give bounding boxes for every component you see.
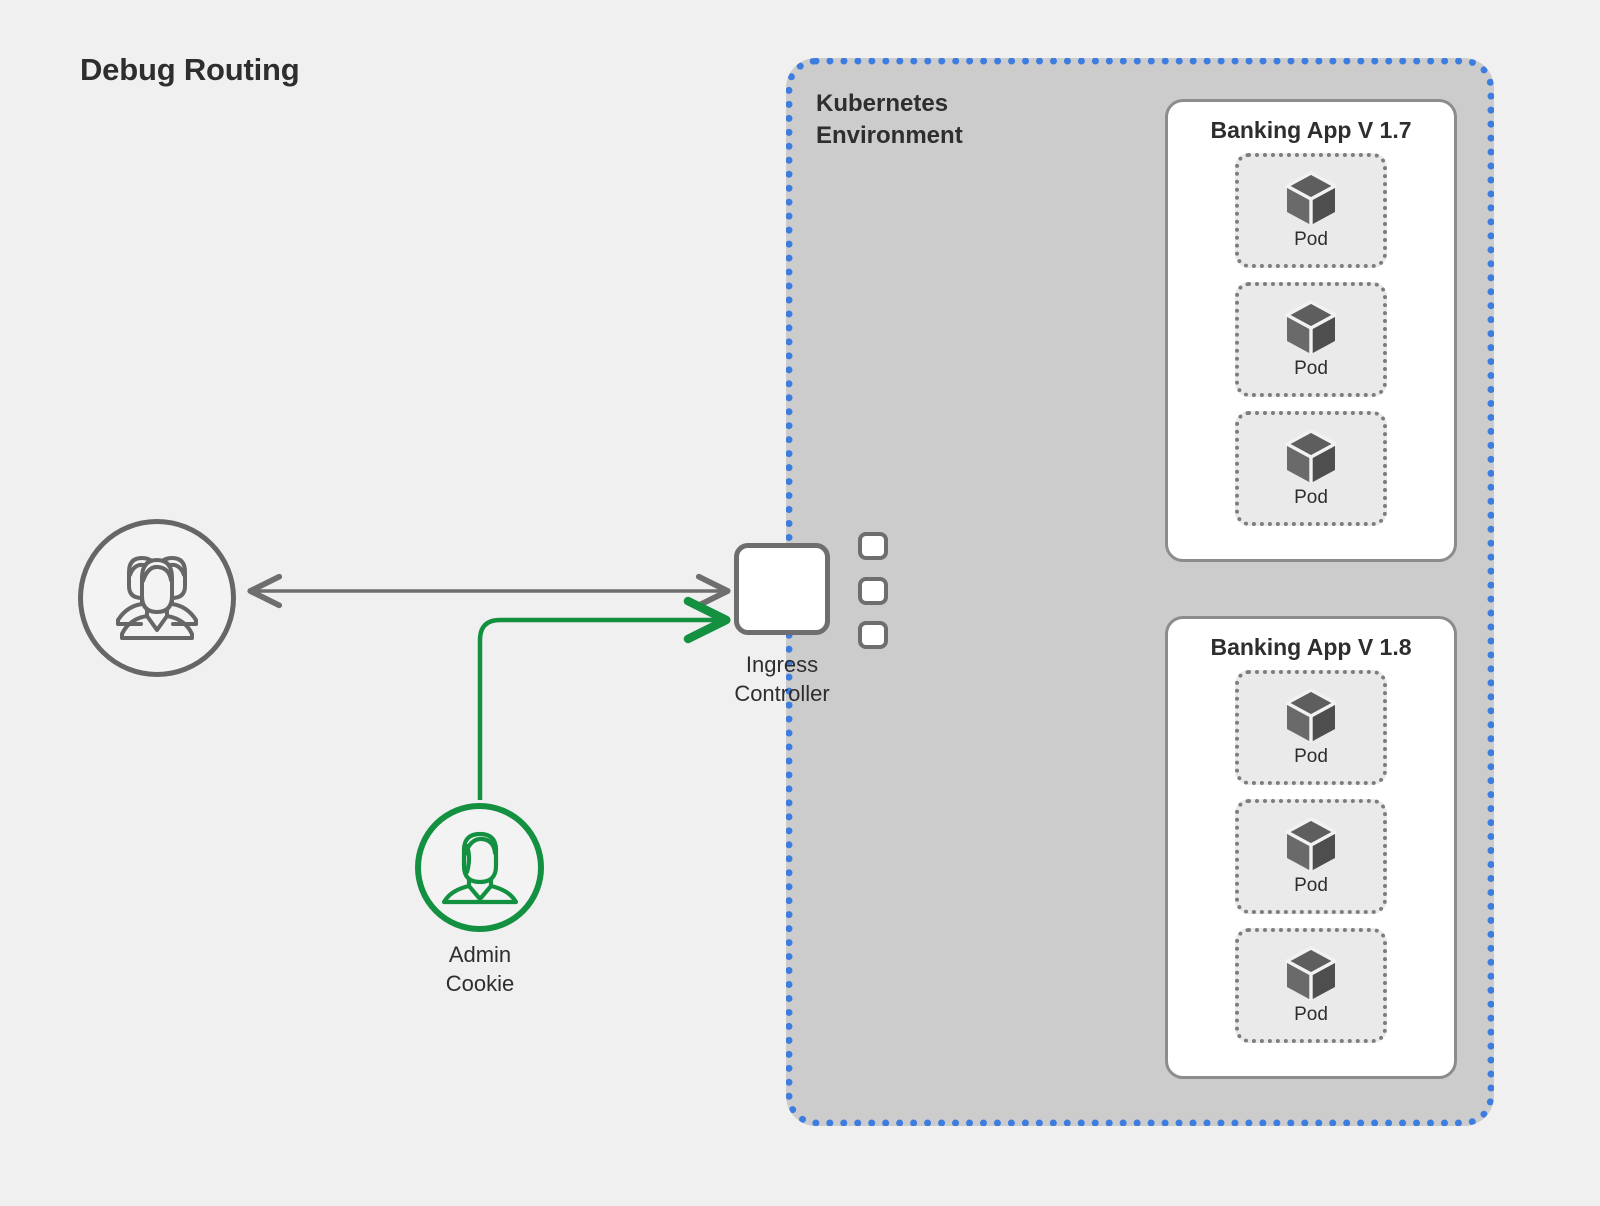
app-title-v18: Banking App V 1.8	[1210, 634, 1412, 660]
admin-cookie-label: Admin Cookie	[445, 942, 515, 997]
ingress-port-top[interactable]	[858, 532, 888, 560]
users-icon	[116, 556, 198, 640]
pod-label: Pod	[1294, 874, 1328, 896]
ingress-controller-label: Ingress Controller	[734, 652, 830, 707]
cube-icon	[1285, 170, 1337, 225]
flow-admin-to-ingress	[477, 596, 731, 800]
cube-icon	[1285, 299, 1337, 354]
pod-box[interactable]: Pod	[1235, 928, 1387, 1043]
users-node[interactable]	[78, 519, 236, 677]
ingress-controller-box[interactable]	[734, 543, 830, 635]
app-panel-v18[interactable]: Banking App V 1.8 Pod Pod	[1165, 616, 1457, 1079]
cube-icon	[1285, 945, 1337, 1000]
pod-label: Pod	[1294, 1003, 1328, 1025]
pod-box[interactable]: Pod	[1235, 670, 1387, 785]
pod-box[interactable]: Pod	[1235, 411, 1387, 526]
app-title-v17: Banking App V 1.7	[1210, 117, 1412, 143]
pod-box[interactable]: Pod	[1235, 282, 1387, 397]
pod-label: Pod	[1294, 357, 1328, 379]
ingress-port-middle[interactable]	[858, 577, 888, 605]
pod-list-v17: Pod Pod Pod	[1168, 153, 1454, 526]
pod-box[interactable]: Pod	[1235, 799, 1387, 914]
pod-label: Pod	[1294, 228, 1328, 250]
user-icon	[441, 831, 518, 904]
pod-label: Pod	[1294, 745, 1328, 767]
pod-list-v18: Pod Pod Pod	[1168, 670, 1454, 1043]
cube-icon	[1285, 428, 1337, 483]
cube-icon	[1285, 687, 1337, 742]
ingress-port-bottom[interactable]	[858, 621, 888, 649]
admin-cookie-node[interactable]	[415, 803, 544, 932]
pod-label: Pod	[1294, 486, 1328, 508]
cube-icon	[1285, 816, 1337, 871]
page-title: Debug Routing	[80, 52, 300, 87]
pod-box[interactable]: Pod	[1235, 153, 1387, 268]
kubernetes-environment-label: Kubernetes Environment	[816, 90, 963, 150]
app-panel-v17[interactable]: Banking App V 1.7 Pod Pod	[1165, 99, 1457, 562]
